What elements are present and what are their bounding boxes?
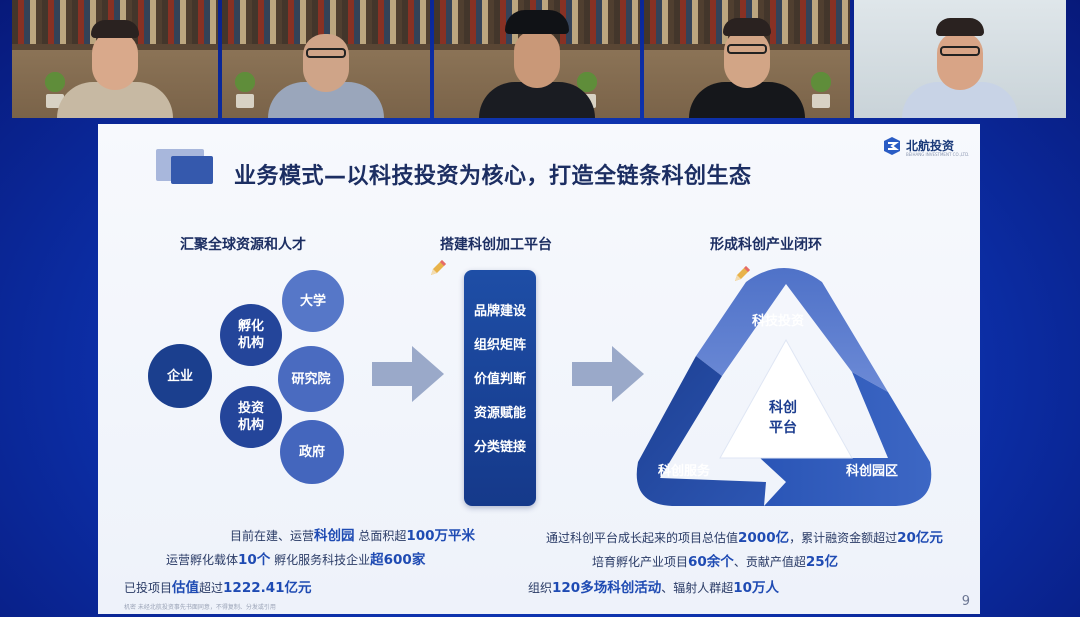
logo-text: 北航投资 xyxy=(906,139,955,153)
logo-icon xyxy=(884,137,900,155)
platform-item-value: 价值判断 xyxy=(473,372,526,387)
stat-left-line-1: 目前在建、运营科创园 总面积超100万平米 xyxy=(230,528,476,544)
platform-item-matrix: 组织矩阵 xyxy=(473,338,526,353)
platform-item-link: 分类链接 xyxy=(473,440,526,455)
loop-center-triangle xyxy=(719,338,853,459)
university-label: 大学 xyxy=(299,293,326,309)
stat-right-line-3: 组织120多场科创活动、辐射人群超10万人 xyxy=(528,580,780,596)
investment-label: 投资 机构 xyxy=(237,401,264,433)
video-participant-strip xyxy=(0,0,1080,120)
stat-right-line-2: 培育孵化产业项目60余个、贡献产值超25亿 xyxy=(592,554,839,570)
participant-video-1 xyxy=(55,0,175,118)
government-bubble: 政府 xyxy=(280,420,344,484)
participant-video-3 xyxy=(477,0,597,118)
enterprise-label: 企业 xyxy=(166,368,193,384)
loop-label-park: 科创园区 xyxy=(846,464,899,479)
slide-title: 业务模式—以科技投资为核心，打造全链条科创生态 xyxy=(234,164,752,189)
stat-left-line-3: 已投项目估值超过1222.41亿元 xyxy=(124,580,312,596)
left-column-heading: 汇聚全球资源和人才 xyxy=(180,237,306,253)
participant-tile-4[interactable] xyxy=(644,0,850,118)
stat-right-line-1: 通过科创平台成长起来的项目总估值2000亿，累计融资金额超过20亿元 xyxy=(546,530,943,546)
platform-box: 品牌建设 组织矩阵 价值判断 资源赋能 分类链接 xyxy=(464,270,536,506)
shared-slide: 业务模式—以科技投资为核心，打造全链条科创生态 北航投资 BEIHANG INV… xyxy=(98,124,980,614)
participant-video-2 xyxy=(266,0,386,118)
loop-label-investment: 科技投资 xyxy=(752,314,805,329)
incubator-bubble: 孵化 机构 xyxy=(220,304,282,366)
platform-item-resource: 资源赋能 xyxy=(473,406,526,421)
incubator-label: 孵化 机构 xyxy=(237,319,264,351)
government-label: 政府 xyxy=(298,444,325,460)
pencil-icon xyxy=(735,266,750,281)
loop-segment-service xyxy=(636,356,766,506)
institute-label: 研究院 xyxy=(291,371,331,387)
loop-label-service: 科创服务 xyxy=(658,464,711,479)
middle-column-heading: 搭建科创加工平台 xyxy=(440,237,552,253)
participant-tile-3[interactable] xyxy=(434,0,640,118)
industry-loop-diagram xyxy=(636,268,932,506)
participant-tile-2[interactable] xyxy=(222,0,430,118)
investment-bubble: 投资 机构 xyxy=(220,386,282,448)
institute-bubble: 研究院 xyxy=(278,346,344,412)
pencil-icon xyxy=(431,260,446,275)
loop-center-label: 科创 平台 xyxy=(769,400,797,436)
participant-video-5 xyxy=(900,0,1020,118)
participant-video-4 xyxy=(687,0,807,118)
platform-item-brand: 品牌建设 xyxy=(473,304,526,319)
loop-segment-investment xyxy=(696,268,888,392)
company-logo: 北航投资 BEIHANG INVESTMENT CO.,LTD. xyxy=(882,136,972,158)
slide-page-number: 9 xyxy=(961,594,970,609)
right-column-heading: 形成科创产业闭环 xyxy=(710,237,822,253)
enterprise-bubble: 企业 xyxy=(148,344,212,408)
loop-segment-park xyxy=(760,372,932,506)
arrow-right-icon xyxy=(372,346,444,402)
stat-left-line-2: 运营孵化载体10个 孵化服务科技企业超600家 xyxy=(166,552,426,568)
slide-footnote: 机密 未经北航投资事先书面同意，不得复制、分发或引用 xyxy=(124,604,276,611)
participant-tile-5[interactable] xyxy=(854,0,1066,118)
title-decoration xyxy=(171,156,213,184)
participant-tile-1[interactable] xyxy=(12,0,218,118)
logo-subtext: BEIHANG INVESTMENT CO.,LTD. xyxy=(906,152,970,157)
arrow-right-icon xyxy=(572,346,644,402)
university-bubble: 大学 xyxy=(282,270,344,332)
